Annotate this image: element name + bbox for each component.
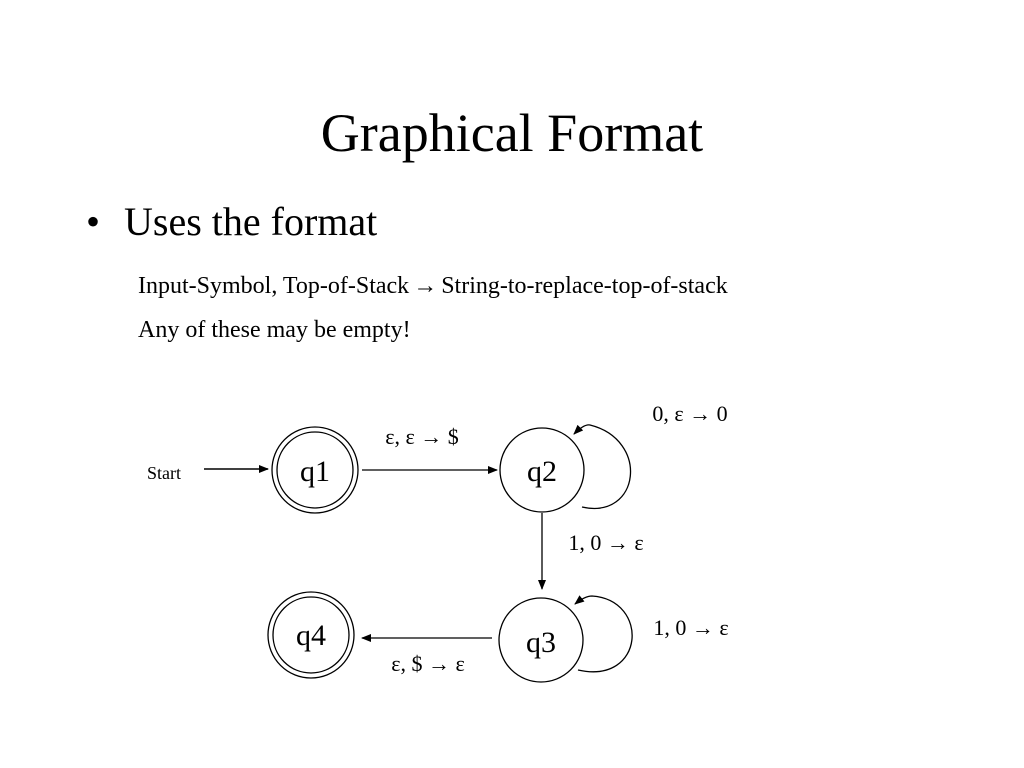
transition-label: ε, ε → $ [385,424,458,449]
transition-q3-self-loop: 1, 0 → ε [574,595,729,673]
transition-q3-q4: ε, $ → ε [361,634,492,676]
state-q3: q3 [498,597,584,683]
empty-note: Any of these may be empty! [138,317,411,343]
transition-q2-self-loop: 0, ε → 0 [573,401,728,510]
transition-label: 1, 0 → ε [653,615,728,640]
bullet-dot-icon: • [86,199,101,244]
format-right: String-to-replace-top-of-stack [441,273,728,299]
state-label: q2 [527,455,557,488]
format-description: Input-Symbol, Top-of-Stack→String-to-rep… [138,272,728,300]
transition-q2-q3: 1, 0 → ε [538,513,644,590]
transition-label: ε, $ → ε [391,651,464,676]
state-q1: q1 [271,426,359,514]
bullet-item: • Uses the format [86,198,377,246]
state-q4: q4 [267,591,355,679]
bullet-text: Uses the format [124,199,378,244]
transition-q1-q2: ε, ε → $ [362,424,498,474]
right-arrow-icon: → [413,273,438,299]
slide-title: Graphical Format [320,103,704,163]
state-label: q4 [296,619,326,652]
state-label: q1 [300,455,330,488]
transition-label: 1, 0 → ε [568,530,643,555]
start-label: Start [147,463,181,483]
state-label: q3 [526,626,556,659]
transition-label: 0, ε → 0 [652,401,727,426]
format-left: Input-Symbol, Top-of-Stack [138,273,410,299]
state-q2: q2 [499,427,585,513]
